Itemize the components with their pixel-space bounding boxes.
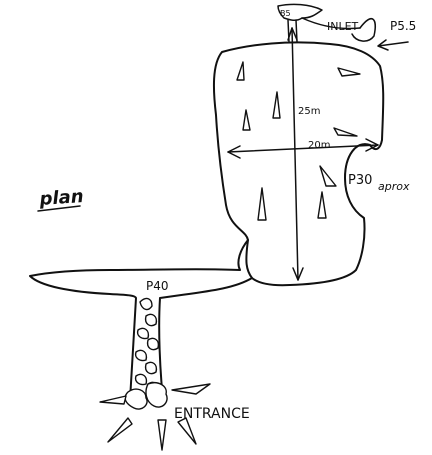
length-arrow-25m [287, 27, 304, 281]
p55-label: P5.5 [390, 19, 416, 33]
inlet-label: INLET [327, 20, 359, 33]
plan-underline [37, 205, 81, 212]
entrance-label: ENTRANCE [174, 406, 250, 422]
formation-symbols [236, 61, 361, 221]
entrance-symbol [99, 382, 211, 451]
chamber-outline [212, 41, 385, 287]
p40-label: P40 [146, 279, 169, 293]
width-20m-label: 20m [308, 140, 330, 151]
b5-label: B5 [280, 9, 291, 18]
inlet-feature [277, 3, 409, 51]
p30-label: P30 [348, 173, 372, 188]
length-25m-label: 25m [298, 106, 320, 117]
width-arrow-20m [227, 138, 379, 159]
boulder-choke [134, 297, 160, 395]
approx-label: aprox [378, 180, 410, 193]
p30-pit [344, 143, 371, 219]
